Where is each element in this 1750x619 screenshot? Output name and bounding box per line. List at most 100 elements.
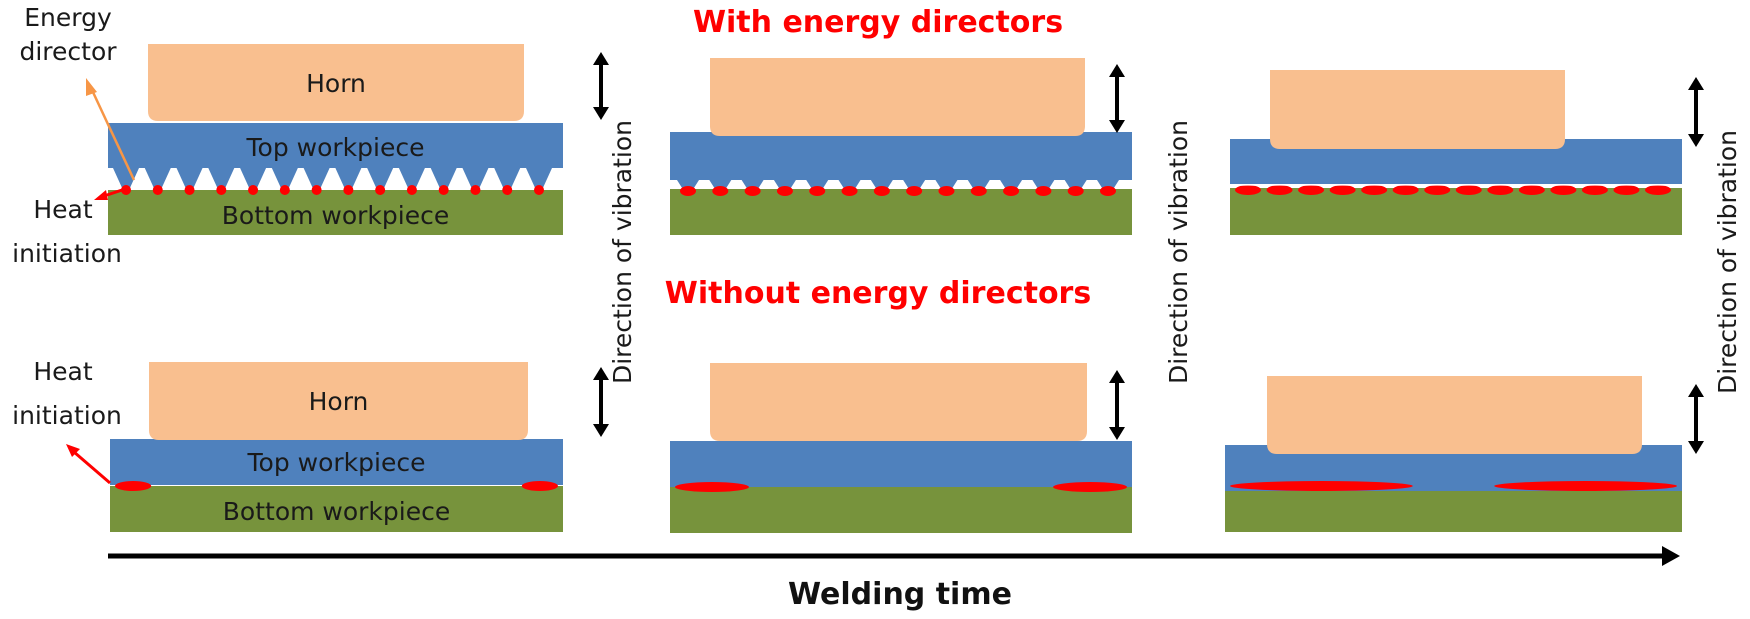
- arrow-up-icon: [1688, 77, 1704, 90]
- heat-initiation-label-bottom-line2: initiation: [12, 401, 122, 430]
- energy-director-label-line2: director: [19, 37, 117, 66]
- melt-zone: [1487, 185, 1514, 195]
- energy-director: [335, 168, 362, 190]
- heat-spot: [712, 186, 729, 196]
- melt-zone: [1235, 185, 1261, 195]
- welding-time-label: Welding time: [788, 577, 1012, 612]
- heat-spot: [776, 186, 793, 196]
- heat-spot: [873, 186, 890, 196]
- heat-spot: [906, 186, 923, 196]
- heat-spot: [809, 186, 826, 196]
- row-title-with-directors: With energy directors: [693, 5, 1063, 40]
- energy-director: [462, 168, 489, 190]
- heat-zone-left: [114, 481, 152, 491]
- horn: [149, 362, 528, 440]
- horn: [710, 58, 1085, 136]
- melt-zone: [1392, 185, 1419, 195]
- heat-initiation-arrow: [103, 186, 129, 198]
- heat-spot: [744, 186, 761, 196]
- energy-director-arrowhead-icon: [86, 78, 97, 96]
- energy-director: [208, 168, 235, 190]
- arrow-up-icon: [593, 367, 609, 380]
- bottom-workpiece-label: Bottom workpiece: [223, 497, 450, 526]
- heat-initiation-arrow-bottom: [73, 450, 111, 485]
- energy-director: [144, 168, 171, 190]
- heat-initiation-label-line2: initiation: [12, 239, 122, 268]
- top-workpiece: [110, 439, 563, 485]
- melt-zone: [1424, 185, 1451, 195]
- energy-director: [526, 168, 552, 190]
- top-workpiece-label: Top workpiece: [247, 448, 426, 477]
- heat-spot: [216, 185, 227, 195]
- heat-spot: [152, 185, 163, 195]
- heat-spot: [1003, 186, 1020, 196]
- heat-zone-right: [1053, 482, 1128, 492]
- heat-spot: [343, 185, 354, 195]
- heat-spot: [406, 185, 417, 195]
- row-title-without-directors: Without energy directors: [665, 276, 1091, 311]
- arrow-up-icon: [1688, 384, 1704, 397]
- heat-initiation-arrowhead-icon: [94, 190, 108, 200]
- horn: [710, 363, 1087, 441]
- heat-spot: [1100, 186, 1116, 196]
- energy-director: [176, 168, 203, 190]
- top-workpiece: [670, 441, 1132, 487]
- heat-spot: [680, 186, 696, 196]
- arrow-down-icon: [1688, 441, 1704, 454]
- arrow-up-icon: [593, 52, 609, 65]
- melt-zone: [1581, 185, 1608, 195]
- bottom-workpiece: [1225, 486, 1682, 532]
- heat-spot: [938, 186, 955, 196]
- vibration-labels: Direction of vibration Direction of vibra…: [608, 120, 1742, 394]
- energy-director: [303, 168, 330, 190]
- horn-label: Horn: [306, 69, 366, 98]
- bottom-workpiece: [1230, 188, 1682, 235]
- heat-spot: [311, 185, 322, 195]
- melt-zone: [1645, 185, 1671, 195]
- arrow-down-icon: [1109, 120, 1125, 133]
- heat-zone-right: [521, 481, 558, 491]
- heat-spot: [841, 186, 858, 196]
- energy-director: [430, 168, 457, 190]
- heat-zone-left: [675, 482, 749, 492]
- welding-time-arrowhead-icon: [1662, 546, 1680, 566]
- heat-spot: [1067, 186, 1084, 196]
- horn: [148, 44, 524, 121]
- melt-zone: [1613, 185, 1640, 195]
- heat-spot: [184, 185, 195, 195]
- energy-director-arrow: [90, 89, 136, 181]
- heat-initiation-arrowhead-bottom-icon: [66, 444, 80, 457]
- vibration-direction-label: Direction of vibration: [1164, 120, 1193, 384]
- arrow-down-icon: [1109, 427, 1125, 440]
- heat-initiation-label-bottom-line1: Heat: [33, 357, 92, 386]
- energy-director: [240, 168, 267, 190]
- arrow-down-icon: [1688, 134, 1704, 147]
- vibration-direction-label: Direction of vibration: [1713, 130, 1742, 394]
- energy-director: [367, 168, 394, 190]
- bottom-workpiece: [110, 486, 563, 532]
- heat-spot: [534, 185, 544, 195]
- interface-line: [1230, 184, 1682, 186]
- energy-director: [494, 168, 521, 190]
- melt-zone: [1361, 185, 1388, 195]
- horn: [1270, 70, 1565, 149]
- arrow-down-icon: [593, 424, 609, 437]
- heat-spot: [970, 186, 987, 196]
- top-workpiece-label: Top workpiece: [246, 133, 425, 162]
- heat-spot: [438, 185, 449, 195]
- bottom-workpiece: [670, 487, 1132, 533]
- energy-director-label-line1: Energy: [24, 3, 112, 32]
- melt-zone: [1550, 185, 1577, 195]
- heat-spot: [470, 185, 481, 195]
- melt-zone: [1266, 185, 1293, 195]
- arrow-up-icon: [1109, 64, 1125, 77]
- top-workpiece: [670, 132, 1132, 180]
- melt-zone: [1518, 185, 1545, 195]
- horn-label: Horn: [309, 387, 369, 416]
- heat-zone-right: [1494, 481, 1677, 491]
- heat-spot: [502, 185, 513, 195]
- bottom-workpiece: [670, 189, 1132, 235]
- bottom-workpiece-label: Bottom workpiece: [222, 201, 449, 230]
